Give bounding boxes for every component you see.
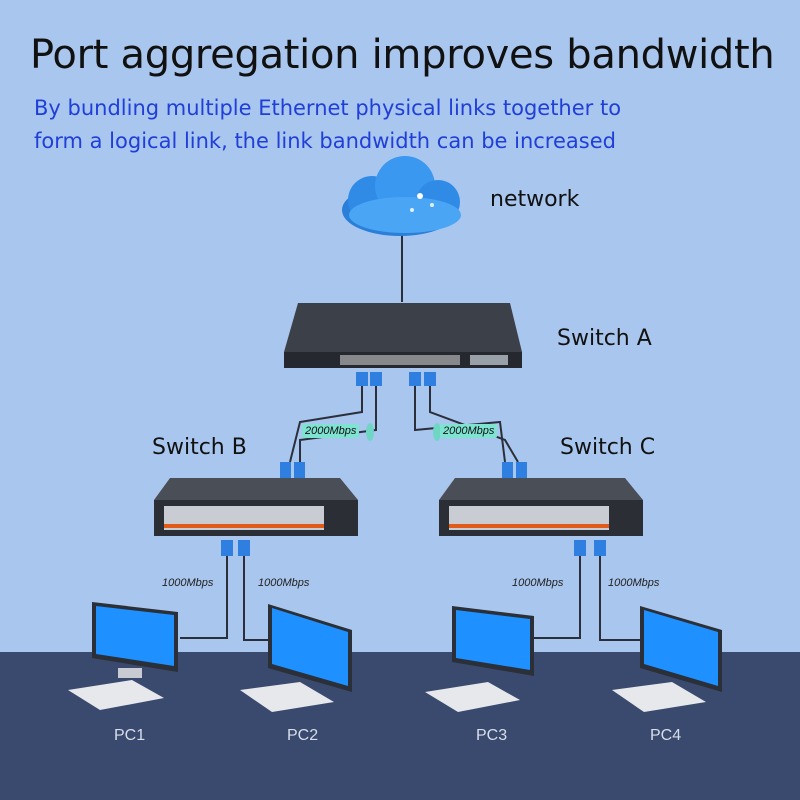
pc2-computer bbox=[240, 604, 352, 712]
switch-a-connectors bbox=[356, 372, 436, 386]
pc3-computer bbox=[425, 606, 534, 712]
switch-c-label: Switch C bbox=[560, 435, 656, 460]
pc4-computer bbox=[612, 606, 722, 712]
pc1-computer bbox=[68, 602, 178, 710]
link-speed-c-pc3: 1000Mbps bbox=[512, 577, 564, 589]
switch-a-device bbox=[284, 303, 522, 368]
network-label: network bbox=[490, 187, 580, 212]
aggregation-marker-b bbox=[366, 423, 374, 441]
page-title: Port aggregation improves bandwidth bbox=[30, 32, 775, 78]
pc-connectors bbox=[221, 540, 606, 556]
switch-b-device bbox=[154, 478, 358, 536]
pc4-label: PC4 bbox=[650, 727, 682, 744]
aggregation-marker-c bbox=[433, 423, 441, 441]
switch-c-device bbox=[439, 478, 643, 536]
switch-bc-connectors bbox=[280, 462, 527, 478]
page-subtitle: By bundling multiple Ethernet physical l… bbox=[34, 92, 734, 158]
switch-a-label: Switch A bbox=[557, 326, 652, 351]
cloud-icon bbox=[342, 156, 461, 236]
pc-cables bbox=[180, 555, 640, 641]
link-speed-b-pc2: 1000Mbps bbox=[258, 577, 310, 589]
subtitle-line-2: form a logical link, the link bandwidth … bbox=[34, 129, 616, 153]
subtitle-line-1: By bundling multiple Ethernet physical l… bbox=[34, 96, 622, 120]
link-speed-b-pc1: 1000Mbps bbox=[162, 577, 214, 589]
pc2-label: PC2 bbox=[287, 727, 319, 744]
pc3-label: PC3 bbox=[476, 727, 508, 744]
switch-b-label: Switch B bbox=[152, 435, 247, 460]
link-speed-a-c: 2000Mbps bbox=[440, 424, 498, 438]
link-speed-a-b: 2000Mbps bbox=[302, 424, 360, 438]
link-speed-c-pc4: 1000Mbps bbox=[608, 577, 660, 589]
pc1-label: PC1 bbox=[114, 727, 146, 744]
